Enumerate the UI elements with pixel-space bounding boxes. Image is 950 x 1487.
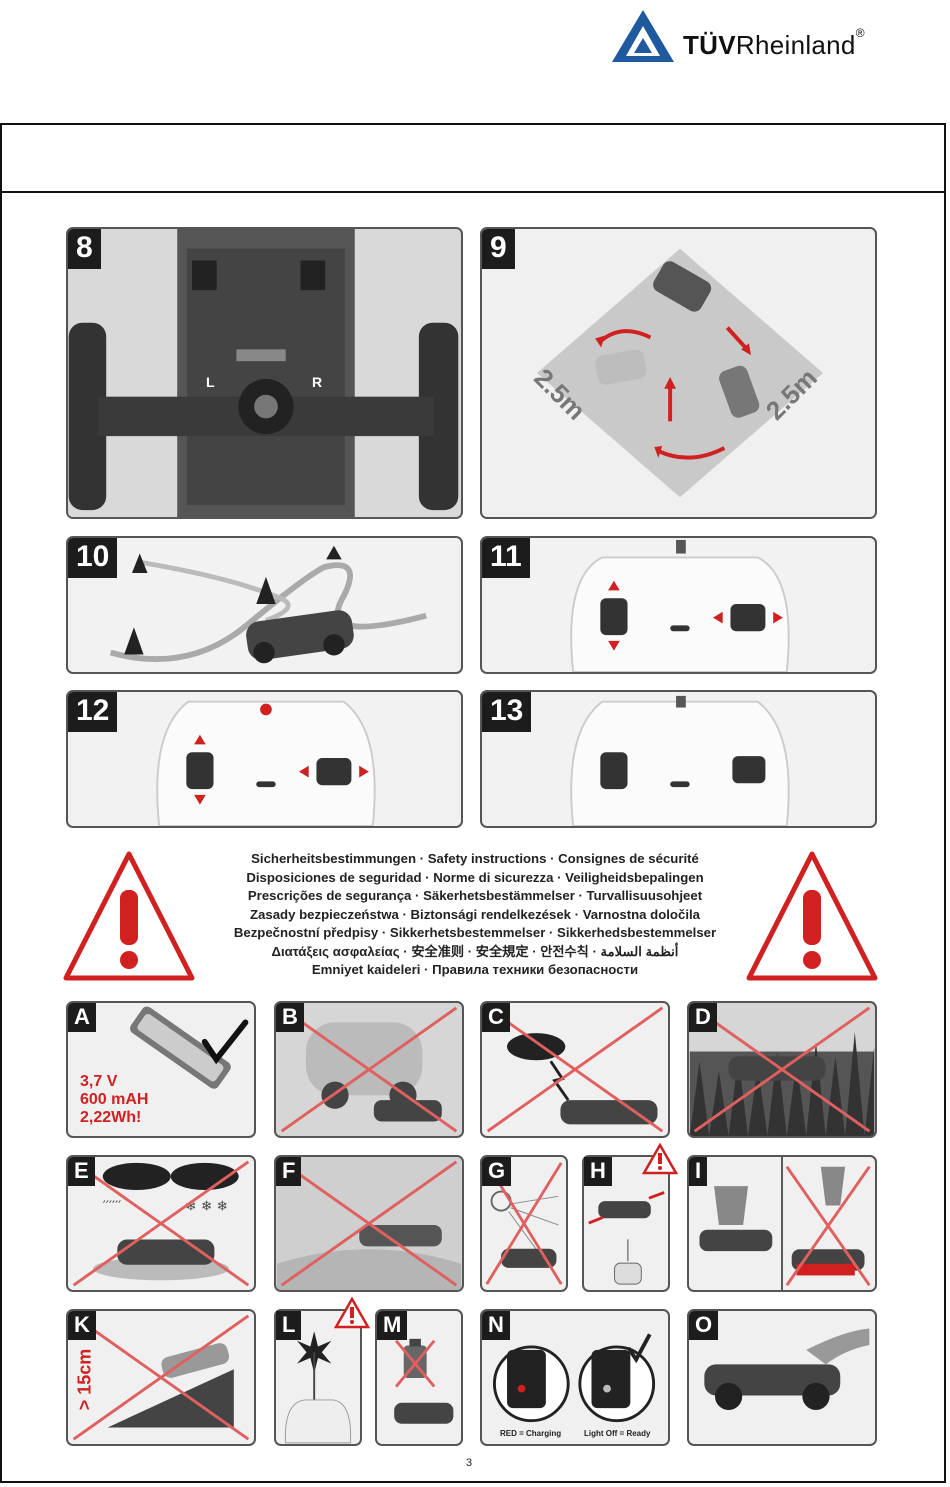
panel-number: 13 bbox=[482, 692, 532, 732]
panel-letter: M bbox=[377, 1311, 408, 1340]
prohibited-cross-icon bbox=[72, 1314, 250, 1441]
prohibited-cross-icon bbox=[72, 1160, 250, 1287]
warning-panel-k-jump-height: K > 15cm bbox=[66, 1309, 256, 1446]
controller-illustration bbox=[71, 692, 458, 826]
caption-charging: RED = Charging bbox=[500, 1429, 562, 1438]
small-warning-icon bbox=[642, 1143, 678, 1175]
panel-number: 10 bbox=[68, 538, 118, 578]
panel-letter: C bbox=[482, 1003, 510, 1032]
warning-panel-f-sand: F bbox=[274, 1155, 464, 1292]
safety-instructions-heading: Sicherheitsbestimmungen · Safety instruc… bbox=[180, 850, 770, 980]
controller-illustration bbox=[485, 692, 872, 826]
tuv-rheinland-logo: TÜVRheinland® bbox=[610, 8, 930, 66]
panel-letter: B bbox=[276, 1003, 304, 1032]
warning-triangle-icon-left bbox=[63, 851, 195, 981]
tuv-triangle-icon bbox=[612, 10, 674, 62]
panel-9-driving-area: 9 2.5m 2.5m bbox=[480, 227, 877, 519]
prohibited-cross-icon bbox=[785, 1165, 871, 1286]
document-frame bbox=[0, 123, 946, 1483]
panel-letter: N bbox=[482, 1311, 510, 1340]
switch-right-label: R bbox=[312, 374, 323, 390]
svg-text:′′′′′′: ′′′′′′ bbox=[103, 1198, 122, 1214]
panel-8-controller-switch: 8 L R bbox=[66, 227, 463, 519]
car-and-remote-illustration bbox=[588, 1191, 665, 1285]
warning-panel-e-rain-snow: ′′′′′′ ❄ ❄ ❄ E bbox=[66, 1155, 256, 1292]
page-number: 3 bbox=[466, 1457, 473, 1469]
safety-line: Disposiciones de seguridad · Norme di si… bbox=[246, 869, 704, 885]
warning-panel-g-sunlight: G bbox=[480, 1155, 568, 1292]
warning-panel-i-hands-off-wheels: I bbox=[687, 1155, 877, 1292]
driving-area-diagram bbox=[482, 229, 875, 517]
panel-letter: L bbox=[276, 1311, 302, 1340]
car-cleaning-illustration bbox=[704, 1328, 870, 1411]
prohibited-cross-icon bbox=[693, 1006, 871, 1133]
caption-ready: Light Off = Ready bbox=[584, 1429, 651, 1438]
prohibited-cross-icon bbox=[394, 1339, 436, 1388]
panel-number: 11 bbox=[482, 538, 530, 578]
warning-triangle-icon-right bbox=[746, 851, 878, 981]
slalom-illustration bbox=[71, 538, 458, 672]
panel-number: 8 bbox=[68, 229, 101, 269]
remote-antenna-illustration bbox=[284, 1331, 352, 1444]
panel-letter: E bbox=[68, 1157, 95, 1186]
panel-letter: G bbox=[482, 1157, 512, 1186]
warning-panel-o-cleaning: O bbox=[687, 1309, 877, 1446]
panel-letter: O bbox=[689, 1311, 719, 1340]
panel-letter: I bbox=[689, 1157, 708, 1186]
panel-13-controller: 13 bbox=[480, 690, 877, 828]
panel-number: 12 bbox=[68, 692, 118, 732]
safety-line: Διατάξεις ασφαλείας · 安全准则 · 安全規定 · 안전수칙… bbox=[271, 943, 679, 959]
panel-10-slalom: 10 bbox=[66, 536, 463, 674]
brand-name: TÜVRheinland® bbox=[683, 26, 865, 60]
panel-letter: A bbox=[68, 1003, 96, 1032]
grass-illustration bbox=[689, 1032, 875, 1136]
warning-panel-l-antenna: L bbox=[274, 1297, 370, 1446]
warning-panel-b-traffic: B bbox=[274, 1001, 464, 1138]
prohibited-cross-icon bbox=[280, 1006, 458, 1133]
warning-panel-h-line-of-sight: H bbox=[582, 1143, 678, 1292]
weather-illustration: ′′′′′′ ❄ ❄ ❄ bbox=[93, 1162, 239, 1281]
ramp-illustration bbox=[107, 1343, 234, 1428]
panel-number: 9 bbox=[482, 229, 515, 269]
small-warning-icon bbox=[334, 1297, 370, 1329]
warning-panel-a-battery: A 3,7 V 600 mAH 2,22Wh! bbox=[66, 1001, 256, 1138]
panel-letter: K bbox=[68, 1311, 96, 1340]
warning-panel-m-chemicals: M bbox=[375, 1309, 463, 1446]
battery-illustration bbox=[130, 1006, 249, 1089]
warning-panel-n-charging: N RED = Charging Light Off = Ready bbox=[480, 1309, 670, 1446]
safety-line: Prescrições de segurança · Säkerhetsbest… bbox=[247, 888, 703, 903]
height-limit-label: > 15cm bbox=[74, 1348, 95, 1411]
battery-spec: 3,7 V 600 mAH 2,22Wh! bbox=[80, 1073, 149, 1126]
car-underside-illustration bbox=[68, 229, 461, 517]
controller-illustration bbox=[485, 538, 872, 672]
panel-letter: H bbox=[584, 1157, 612, 1186]
safety-line: Bezpečnostní předpisy · Sikkerhetsbestem… bbox=[233, 925, 717, 940]
panel-letter: D bbox=[689, 1003, 717, 1032]
svg-text:❄ ❄ ❄: ❄ ❄ ❄ bbox=[185, 1198, 228, 1214]
panel-12-controller-light: 12 bbox=[66, 690, 463, 828]
prohibited-cross-icon bbox=[486, 1006, 664, 1133]
safety-line: Sicherheitsbestimmungen · Safety instruc… bbox=[251, 851, 699, 866]
warning-panel-c-thunderstorm: C bbox=[480, 1001, 670, 1138]
safety-line: Emniyet kaideleri · Правила техники безо… bbox=[311, 962, 639, 977]
panel-letter: F bbox=[276, 1157, 302, 1186]
safety-line: Zasady bezpieczeństwa · Biztonsági rende… bbox=[250, 906, 700, 922]
prohibited-cross-icon bbox=[280, 1160, 458, 1287]
charging-indicator-illustration bbox=[492, 1333, 656, 1423]
warning-panel-d-tall-grass: D bbox=[687, 1001, 877, 1138]
frame-header-row bbox=[2, 125, 944, 193]
panel-11-controller-sticks: 11 bbox=[480, 536, 877, 674]
switch-left-label: L bbox=[206, 374, 215, 390]
